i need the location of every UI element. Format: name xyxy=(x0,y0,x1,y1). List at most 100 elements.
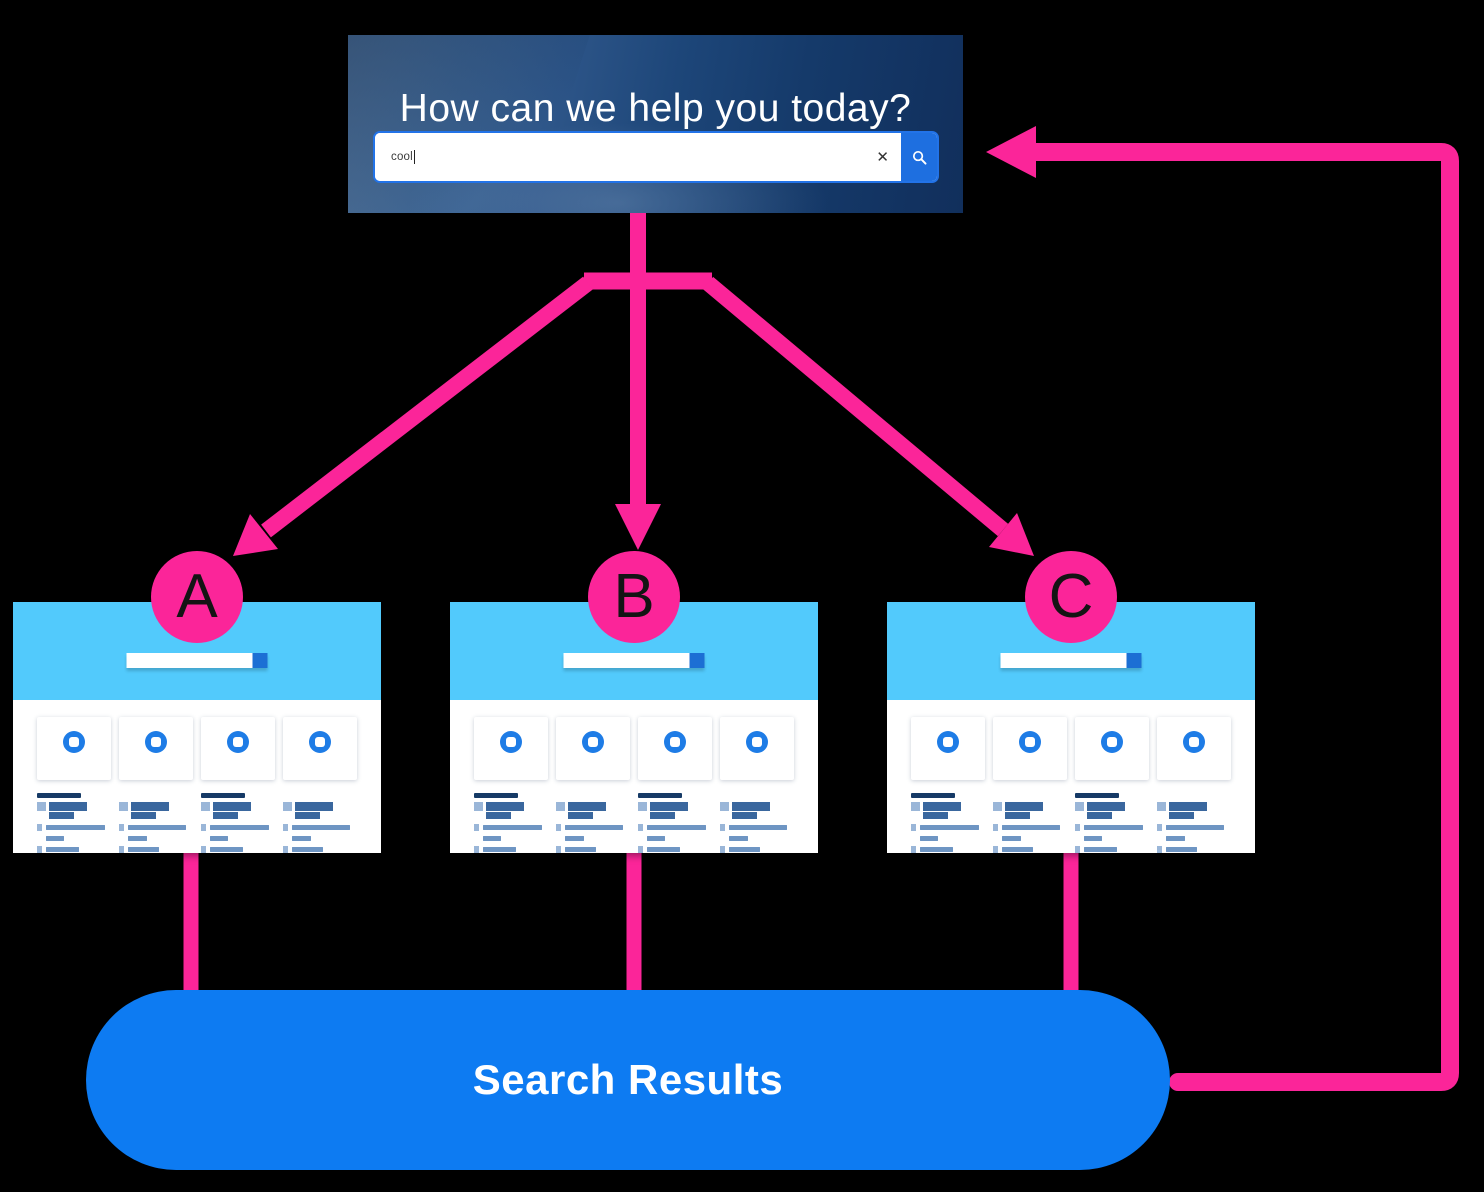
site-search-button xyxy=(689,653,705,668)
text-line xyxy=(128,847,160,852)
result-column xyxy=(1075,793,1149,853)
text-line xyxy=(483,847,517,852)
site-category-cards xyxy=(887,700,1255,780)
result-column xyxy=(911,793,985,853)
text-line xyxy=(647,825,707,830)
document-icon xyxy=(720,824,725,831)
folder-ring-icon xyxy=(1183,731,1205,753)
site-body xyxy=(450,700,818,853)
text-line xyxy=(729,825,787,830)
result-row xyxy=(556,824,630,831)
site-search-bar xyxy=(126,653,268,668)
text-line xyxy=(1084,836,1102,841)
ring-hole xyxy=(506,737,516,747)
document-icon xyxy=(1075,846,1080,853)
text-line xyxy=(1002,825,1060,830)
column-title-bar xyxy=(37,793,82,798)
text-line xyxy=(131,802,170,811)
featured-result-row xyxy=(720,802,794,819)
text-line xyxy=(210,825,270,830)
text-line xyxy=(729,836,749,841)
help-banner: How can we help you today? cool ✕ xyxy=(348,35,963,213)
result-column xyxy=(283,793,357,853)
text-line xyxy=(1005,812,1030,819)
text-line xyxy=(213,802,252,811)
checkbox-icon xyxy=(993,802,1002,811)
checkbox-icon xyxy=(474,802,483,811)
result-column xyxy=(1157,793,1231,853)
text-line xyxy=(486,812,511,819)
text-line xyxy=(923,812,948,819)
category-card xyxy=(720,717,794,780)
magnifier-icon xyxy=(912,150,927,165)
checkbox-icon xyxy=(911,802,920,811)
site-badge: C xyxy=(1025,551,1117,643)
ring-hole xyxy=(151,737,161,747)
result-column xyxy=(474,793,548,853)
ring-hole xyxy=(588,737,598,747)
folder-ring-icon xyxy=(582,731,604,753)
text-line xyxy=(128,836,148,841)
text-line xyxy=(292,825,350,830)
text-line xyxy=(1166,847,1198,852)
text-line xyxy=(647,836,665,841)
document-icon xyxy=(911,824,916,831)
text-line xyxy=(1005,802,1044,811)
site-body xyxy=(887,700,1255,853)
connector-branch-to-c xyxy=(702,276,1009,537)
clear-icon[interactable]: ✕ xyxy=(876,148,889,166)
text-line xyxy=(46,825,106,830)
text-line xyxy=(49,812,74,819)
site-result-columns xyxy=(887,780,1255,853)
document-icon xyxy=(474,824,479,831)
result-row xyxy=(201,824,275,831)
result-row xyxy=(283,824,357,831)
document-icon xyxy=(556,824,561,831)
featured-text-lines xyxy=(568,802,630,819)
folder-ring-icon xyxy=(1101,731,1123,753)
search-button[interactable] xyxy=(901,133,937,181)
featured-text-lines xyxy=(650,802,712,819)
result-row xyxy=(119,824,193,831)
result-row xyxy=(119,835,193,842)
arrowhead-to-a-icon xyxy=(233,514,278,556)
site-thumbnail-c: C xyxy=(887,551,1255,853)
document-icon xyxy=(993,824,998,831)
result-row xyxy=(1157,824,1231,831)
featured-text-lines xyxy=(1005,802,1067,819)
text-line xyxy=(295,802,334,811)
text-line xyxy=(1084,825,1144,830)
search-box[interactable]: cool ✕ xyxy=(373,131,939,183)
featured-result-row xyxy=(1157,802,1231,819)
site-search-field xyxy=(563,653,690,668)
connector-branch-to-a xyxy=(261,276,593,538)
folder-ring-icon xyxy=(746,731,768,753)
arrowhead-to-b-icon xyxy=(615,504,661,550)
text-line xyxy=(210,847,244,852)
category-card xyxy=(201,717,275,780)
site-category-cards xyxy=(450,700,818,780)
result-column xyxy=(37,793,111,853)
document-icon xyxy=(1157,846,1162,853)
text-line xyxy=(565,847,597,852)
featured-result-row xyxy=(474,802,548,819)
text-line xyxy=(1166,836,1186,841)
featured-result-row xyxy=(283,802,357,819)
document-icon xyxy=(993,846,998,853)
category-card xyxy=(1075,717,1149,780)
folder-ring-icon xyxy=(937,731,959,753)
document-icon xyxy=(911,846,916,853)
document-icon xyxy=(119,824,124,831)
checkbox-icon xyxy=(556,802,565,811)
ring-hole xyxy=(315,737,325,747)
site-badge: B xyxy=(588,551,680,643)
site-search-field xyxy=(1000,653,1127,668)
search-input[interactable]: cool ✕ xyxy=(375,133,901,181)
featured-text-lines xyxy=(1087,802,1149,819)
result-row xyxy=(1157,846,1231,853)
featured-result-row xyxy=(911,802,985,819)
document-icon xyxy=(638,846,643,853)
result-row xyxy=(720,846,794,853)
result-row xyxy=(638,835,712,842)
